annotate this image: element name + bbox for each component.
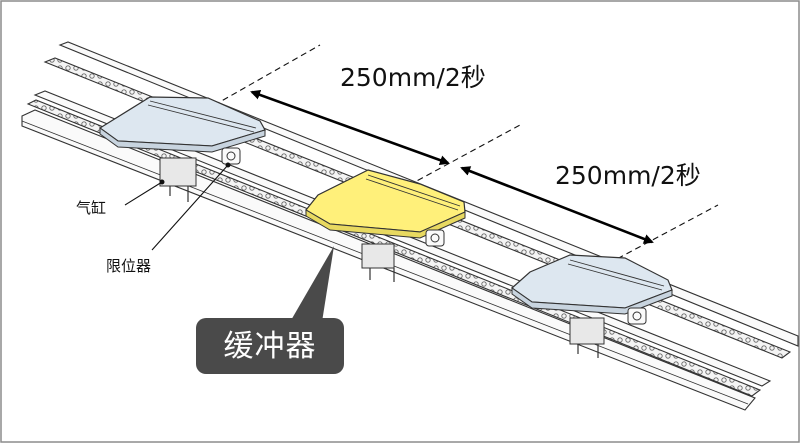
spacing-label-2: 250mm/2秒	[555, 161, 701, 190]
callout-buffer: 缓冲器	[196, 246, 344, 374]
buffer-badge	[196, 318, 344, 374]
carrier-right	[511, 254, 673, 358]
callout-stopper: 限位器	[106, 162, 231, 275]
stopper-left	[221, 147, 241, 165]
callout-cylinder: 气缸	[76, 179, 165, 217]
spacing-label-1: 250mm/2秒	[340, 63, 486, 92]
carrier-left	[98, 96, 266, 202]
stopper-middle	[425, 229, 445, 247]
spacing-arrow-1	[250, 90, 450, 165]
carrier-middle	[305, 169, 466, 282]
cylinder-label: 气缸	[76, 199, 106, 217]
stopper-label: 限位器	[106, 257, 151, 275]
buffer-label: 缓冲器	[224, 329, 317, 364]
buffer-pointer	[290, 246, 334, 322]
spacing-arrow-2	[460, 166, 654, 244]
stopper-right	[627, 307, 647, 325]
